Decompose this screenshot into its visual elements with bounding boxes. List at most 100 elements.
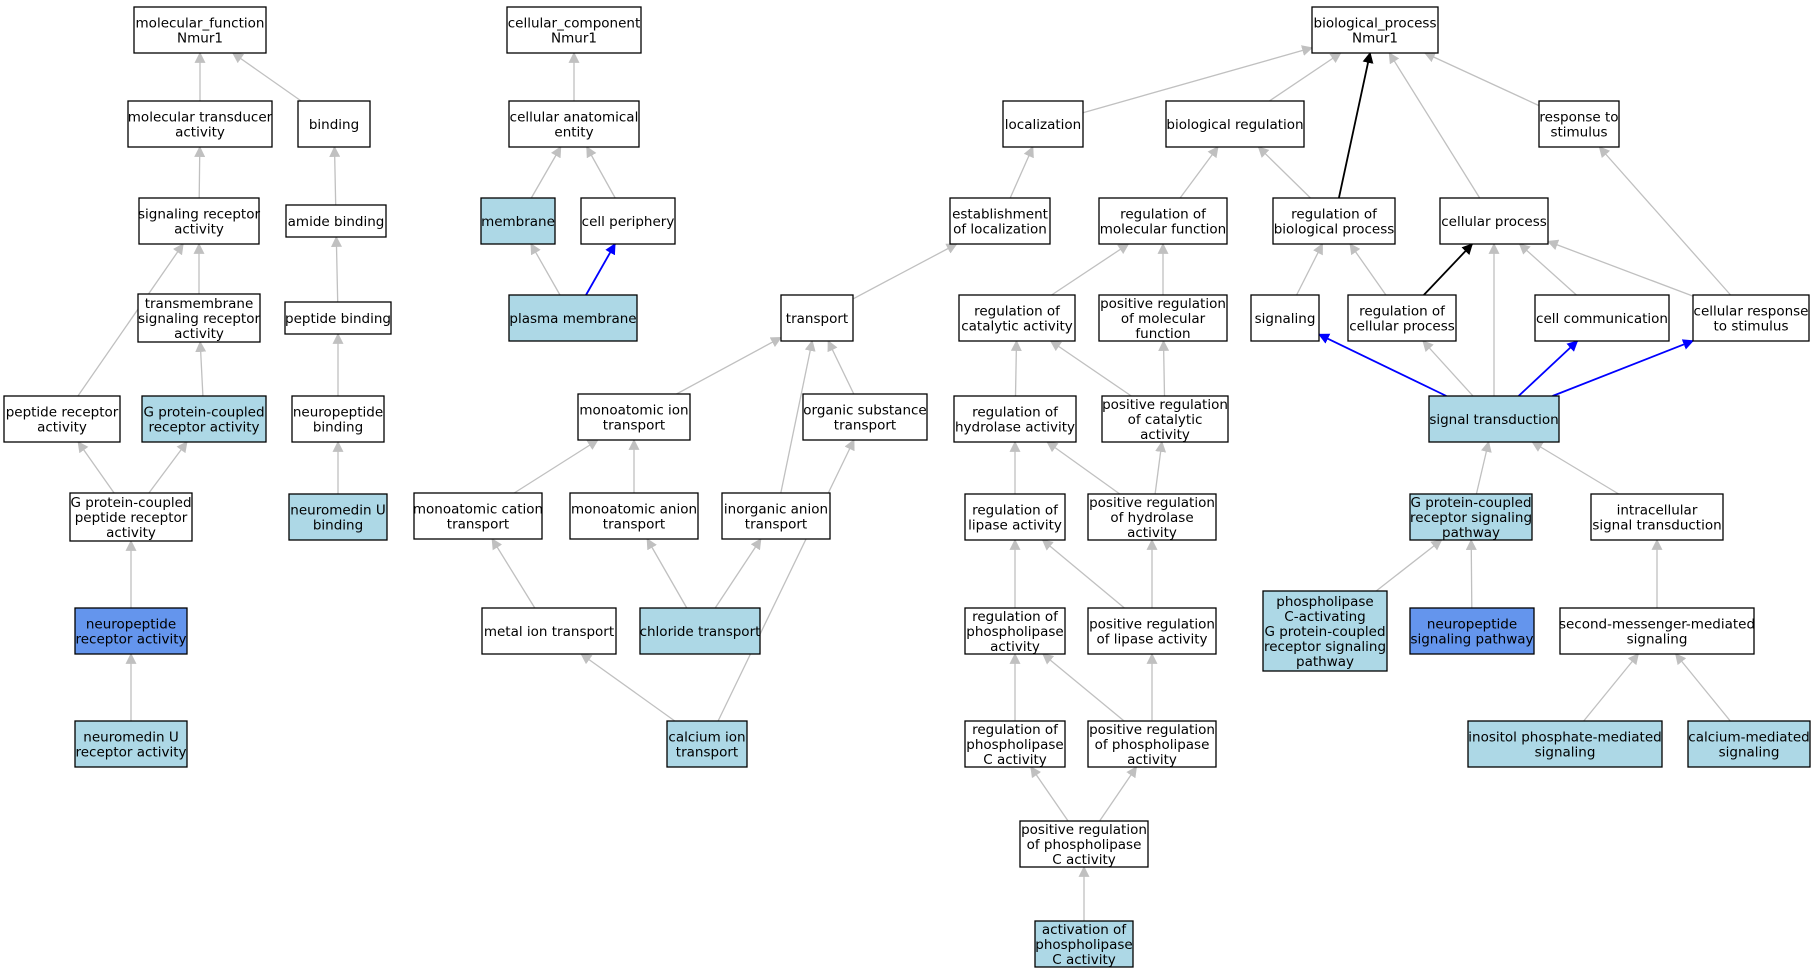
term-node-pepb[interactable]: peptide binding [284, 301, 392, 335]
term-node-breg[interactable]: biological regulation [1165, 100, 1305, 148]
term-box [297, 100, 371, 148]
edge-pmem-to-cper [585, 243, 616, 296]
term-node-bind[interactable]: binding [297, 100, 371, 148]
edge-gpcr-to-tmsra [195, 340, 207, 397]
term-label-line: of hydrolase [1110, 510, 1193, 526]
edge-metal-to-mct [491, 538, 536, 609]
term-node-cp[interactable]: cellular process [1439, 197, 1549, 245]
term-box [721, 492, 831, 540]
term-box [1559, 607, 1755, 655]
edge-prca-to-rca [1049, 340, 1132, 397]
edge-prpla-to-rpla [1042, 653, 1125, 722]
term-label-line: monoatomic ion [579, 403, 688, 419]
term-label-line: C activity [1052, 952, 1115, 968]
term-node-st[interactable]: signal transduction [1428, 395, 1560, 443]
edge-rcp-to-rbp [1349, 243, 1387, 296]
term-label-line: of phospholipase [1095, 737, 1210, 753]
term-label-line: G protein-coupled [70, 495, 191, 511]
term-label-line: amide binding [288, 214, 385, 230]
term-box [780, 294, 854, 342]
term-box [1311, 6, 1439, 54]
term-box [3, 395, 121, 443]
term-label-line: neuropeptide [86, 617, 176, 633]
term-label-line: chloride transport [640, 624, 761, 640]
term-box [1428, 395, 1560, 443]
term-node-mem[interactable]: membrane [480, 197, 556, 245]
term-label-line: positive regulation [1021, 822, 1147, 838]
edge-st-to-rcp [1422, 340, 1474, 397]
term-box [666, 720, 748, 768]
term-box [964, 720, 1066, 768]
term-node-sig[interactable]: signaling [1250, 294, 1320, 342]
edge-prca-to-prmf [1158, 339, 1170, 397]
term-label-line: signaling [1255, 311, 1316, 327]
term-label-line: molecular_function [136, 16, 265, 32]
term-label-line: phospholipase [966, 624, 1064, 640]
term-label-line: binding [313, 518, 363, 534]
term-node-amide[interactable]: amide binding [285, 204, 387, 238]
term-node-pmem[interactable]: plasma membrane [508, 294, 638, 342]
edge-iat-to-trans [780, 339, 816, 494]
term-node-cper[interactable]: cell periphery [580, 197, 676, 245]
term-box [1165, 100, 1305, 148]
edge-prha-to-rha [1046, 441, 1121, 495]
term-node-trans[interactable]: transport [780, 294, 854, 342]
term-label-line: transport [603, 418, 665, 434]
edge-prha-to-prca [1154, 440, 1167, 495]
term-label-line: neuromedin U [290, 503, 385, 519]
term-box [1687, 720, 1811, 768]
term-box [964, 607, 1066, 655]
term-node-loc[interactable]: localization [1002, 100, 1084, 148]
term-node-chl[interactable]: chloride transport [639, 607, 761, 655]
term-node-metal[interactable]: metal ion transport [481, 607, 617, 655]
term-label-line: peptide binding [285, 311, 391, 327]
term-node-ccom[interactable]: cell communication [1534, 294, 1670, 342]
term-label-line: C activity [1052, 852, 1115, 868]
